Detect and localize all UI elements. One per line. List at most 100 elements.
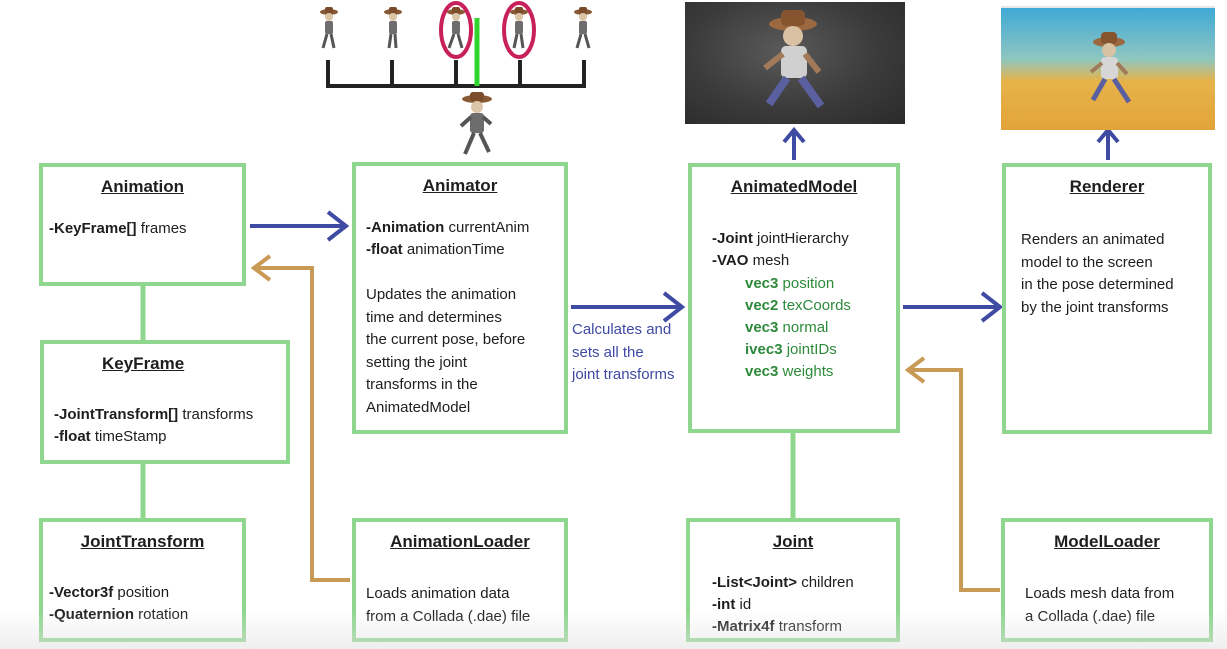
field-name: transforms [178,406,254,423]
field-list: -JointTransform[] transforms -float time… [54,404,253,448]
arrow-animation-to-animator [250,210,350,242]
box-description: Renders an animated model to the screen … [1021,229,1174,319]
box-description: Loads mesh data from a Collada (.dae) fi… [1025,583,1174,628]
field-type: int [717,596,736,613]
box-description: Loads animation data from a Collada (.da… [366,583,530,628]
description-line: from a Collada (.dae) file [366,607,531,625]
box-description: Updates the animation time and determine… [366,284,525,419]
field-row: -int id [712,594,854,616]
field-row: -VAO mesh [712,250,849,272]
field-type: vec3 [745,275,779,292]
arrow-modelloader-to-animatedmodel [904,356,1000,592]
label-line: sets all the [572,343,644,361]
arrow-animatedmodel-to-renderer [903,291,1004,323]
field-prefix: - [712,252,717,269]
field-name: transform [774,618,843,635]
description-line: transforms in the [366,376,478,393]
field-list: -Vector3f position -Quaternion rotation [49,582,188,626]
vertex-attribute-row: ivec3 jointIDs [745,339,851,361]
field-type: vec3 [745,319,779,336]
field-type: JointTransform[] [59,406,179,423]
description-line: Renders an animated [1021,231,1165,248]
field-row: -List<Joint> children [712,572,854,594]
keyframe-highlight-circle [439,1,473,59]
field-name: texCoords [778,297,851,314]
cowboy-character-icon [447,7,465,49]
cowboy-character-icon [574,7,592,49]
field-row: -Vector3f position [49,582,188,604]
field-type: KeyFrame[] [54,220,137,237]
box-title: ModelLoader [1054,532,1160,551]
box-title: AnimationLoader [390,532,530,551]
vertex-attribute-row: vec3 position [745,273,851,295]
field-name: currentAnim [444,219,530,236]
vertex-attribute-row: vec3 normal [745,317,851,339]
description-line: Updates the animation [366,286,517,303]
field-prefix: - [49,220,54,237]
label-line: joint transforms [572,366,675,383]
field-name: normal [778,319,829,336]
field-prefix: - [49,584,54,601]
field-row: -float animationTime [366,239,529,261]
field-row: -JointTransform[] transforms [54,404,253,426]
description-line: time and determines [366,308,502,326]
field-prefix: - [54,406,59,423]
field-type: float [371,241,403,258]
renderer-class-box: Renderer Renders an animated model to th… [1002,163,1212,434]
description-line: the current pose, before [366,331,526,348]
field-prefix: - [712,574,717,591]
description-line: setting the joint [366,353,467,371]
field-type: List<Joint> [717,574,798,591]
field-name: children [797,574,854,591]
arrow-animationloader-to-animation [250,254,350,582]
description-line: a Collada (.dae) file [1025,607,1156,625]
field-prefix: - [712,596,717,613]
sky-gradient-render [1001,6,1215,130]
field-list: -Joint jointHierarchy -VAO mesh [712,228,849,272]
arrow-renderer-up [1096,126,1120,160]
field-list: -Animation currentAnim -float animationT… [366,217,529,261]
modelloader-class-box: ModelLoader Loads mesh data from a Colla… [1001,518,1213,642]
description-line: Loads mesh data from [1025,585,1175,602]
joint-class-box: Joint -List<Joint> children -int id -Mat… [686,518,900,642]
field-type: Animation [371,219,445,236]
field-prefix: - [366,219,371,236]
label-line: Calculates and [572,321,672,338]
description-line: in the pose determined [1021,276,1174,293]
vertex-attribute-row: vec3 weights [745,361,851,383]
box-title: KeyFrame [102,354,185,373]
field-name: id [735,596,752,613]
field-type: VAO [717,252,749,269]
field-name: weights [778,363,834,380]
field-name: jointIDs [782,341,837,358]
field-prefix: - [366,241,371,258]
field-name: animationTime [402,241,505,258]
animator-class-box: Animator -Animation currentAnim -float a… [352,162,568,434]
field-name: timeStamp [90,428,167,445]
animation-class-box: Animation -KeyFrame[] frames [39,163,246,286]
field-row: -KeyFrame[] frames [49,218,187,240]
field-type: Joint [717,230,753,247]
box-title: Joint [772,532,814,551]
box-title: JointTransform [80,532,205,551]
field-type: float [59,428,91,445]
vertex-attribute-row: vec2 texCoords [745,295,851,317]
box-title: Animation [100,177,185,196]
field-row: -Matrix4f transform [712,616,854,638]
jointtransform-class-box: JointTransform -Vector3f position -Quate… [39,518,246,642]
field-name: frames [136,220,187,237]
field-type: Vector3f [54,584,114,601]
vertex-attribute-list: vec3 position vec2 texCoords vec3 normal… [745,273,851,383]
description-line: by the joint transforms [1021,298,1169,316]
field-type: vec3 [745,363,779,380]
field-name: mesh [748,252,790,269]
description-line: model to the screen [1021,253,1153,271]
box-title: AnimatedModel [730,177,858,196]
cowboy-character-icon [510,7,528,49]
animation-timeline [326,18,586,88]
arrow-animator-to-animatedmodel [571,291,686,323]
keyframe-class-box: KeyFrame -JointTransform[] transforms -f… [40,340,290,464]
field-name: position [778,275,835,292]
